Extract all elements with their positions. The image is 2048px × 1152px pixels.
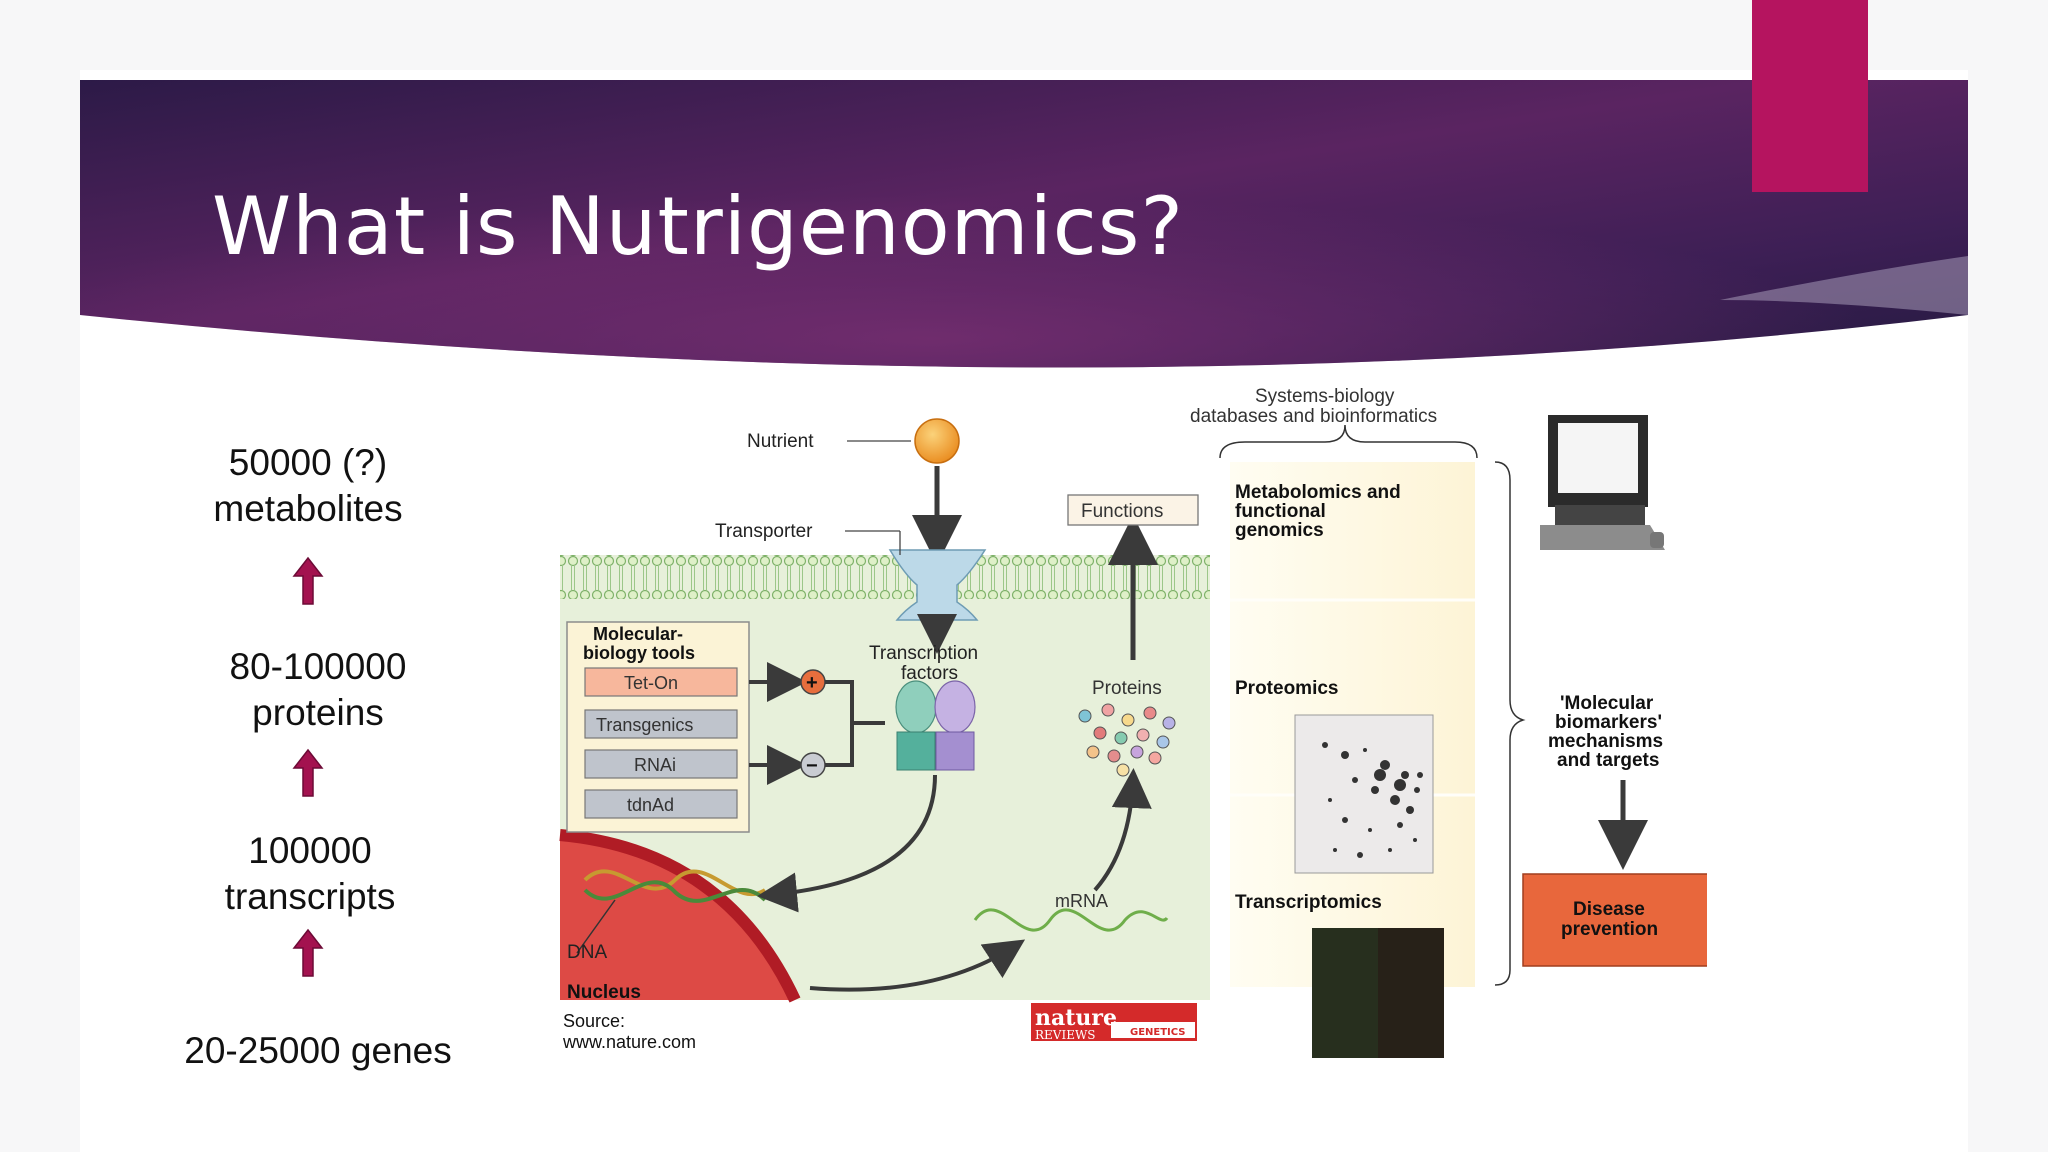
svg-text:nature: nature <box>1035 1005 1117 1031</box>
nutrigenomics-diagram: DNA Nucleus Nutrient Transporter Transcr… <box>559 386 1707 1058</box>
transcription-factors-label-line1: Transcription <box>869 643 978 664</box>
svg-text:RNAi: RNAi <box>634 755 676 775</box>
tool-tet-on <box>584 667 738 697</box>
disease-label-line2: prevention <box>1561 919 1658 940</box>
hierarchy-transcripts-label: transcripts <box>224 876 396 917</box>
dna-label: DNA <box>567 942 607 963</box>
cell-membrane <box>560 555 1210 599</box>
accent-tab <box>1752 0 1868 192</box>
systems-biology-label-line1: Systems-biology <box>1255 386 1395 407</box>
proteomics-label: Proteomics <box>1235 678 1338 699</box>
slide-title: What is Nutrigenomics? <box>212 180 1184 273</box>
svg-text:Transgenics: Transgenics <box>596 715 693 735</box>
metabolomics-label-line2: functional <box>1235 501 1326 522</box>
up-arrow-icon <box>292 748 324 797</box>
svg-text:−: − <box>806 755 818 777</box>
mrna-strand <box>973 908 1169 932</box>
hierarchy-metabolites: 50000 (?) metabolites <box>158 440 458 532</box>
hierarchy-proteins: 80-100000 proteins <box>168 644 468 736</box>
svg-text:+: + <box>806 672 818 694</box>
up-arrow-icon <box>292 928 324 977</box>
biomarkers-label-line2: biomarkers' <box>1555 712 1662 733</box>
transcriptomics-label: Transcriptomics <box>1235 892 1382 913</box>
hierarchy-transcripts-count: 100000 <box>248 830 372 871</box>
tool-transgenics <box>584 709 738 739</box>
nutrient-molecule <box>914 418 960 464</box>
metabolomics-label-line3: genomics <box>1235 520 1324 541</box>
biomarkers-label-line3: mechanisms <box>1548 731 1663 752</box>
mrna-label: mRNA <box>1055 891 1108 911</box>
tool-rnai <box>584 749 738 779</box>
protein-dots <box>1078 703 1176 777</box>
transcription-factor-purple <box>934 680 976 734</box>
source-url: www.nature.com <box>563 1032 697 1052</box>
biomarkers-label-line4: and targets <box>1557 750 1659 771</box>
transcription-factor-green <box>895 680 937 734</box>
gel-spots <box>1322 742 1423 858</box>
systems-biology-label-line2: databases and bioinformatics <box>1190 406 1437 427</box>
disease-label-line1: Disease <box>1573 899 1645 920</box>
functions-box <box>1067 494 1199 526</box>
proteins-label: Proteins <box>1092 678 1162 699</box>
hierarchy-proteins-count: 80-100000 <box>229 646 407 687</box>
metabolomics-label-line1: Metabolomics and <box>1235 482 1401 503</box>
nucleus-label: Nucleus <box>567 982 641 1003</box>
hierarchy-metabolites-count: 50000 (?) <box>228 442 388 483</box>
transporter-channel <box>888 549 987 621</box>
nutrient-label: Nutrient <box>747 431 814 452</box>
hierarchy-transcripts: 100000 transcripts <box>160 828 460 920</box>
hierarchy-metabolites-label: metabolites <box>213 488 403 529</box>
tool-tdnad <box>584 789 738 819</box>
source-citation: Source: www.nature.com <box>563 1011 696 1053</box>
computer-icon <box>1540 415 1665 550</box>
up-arrow-icon <box>292 556 324 605</box>
proteomics-gel-image <box>1294 714 1434 874</box>
svg-text:REVIEWS: REVIEWS <box>1035 1028 1096 1042</box>
source-label: Source: <box>563 1011 626 1031</box>
svg-text:Tet-On: Tet-On <box>624 673 678 693</box>
svg-text:tdnAd: tdnAd <box>627 795 674 815</box>
tools-title-line1: Molecular- <box>593 624 683 644</box>
functions-label: Functions <box>1081 501 1163 522</box>
transporter-label: Transporter <box>715 521 813 542</box>
hierarchy-genes: 20-25000 genes <box>168 1028 468 1074</box>
transcription-factors-label-line2: factors <box>901 663 958 684</box>
title-banner <box>80 80 1968 368</box>
disease-prevention-box <box>1522 873 1707 967</box>
svg-text:GENETICS: GENETICS <box>1130 1027 1186 1038</box>
hierarchy-genes-label: 20-25000 genes <box>184 1030 452 1071</box>
biomarkers-label-line1: 'Molecular <box>1560 693 1654 714</box>
hierarchy-proteins-label: proteins <box>252 692 384 733</box>
tools-title-line2: biology tools <box>583 643 695 663</box>
